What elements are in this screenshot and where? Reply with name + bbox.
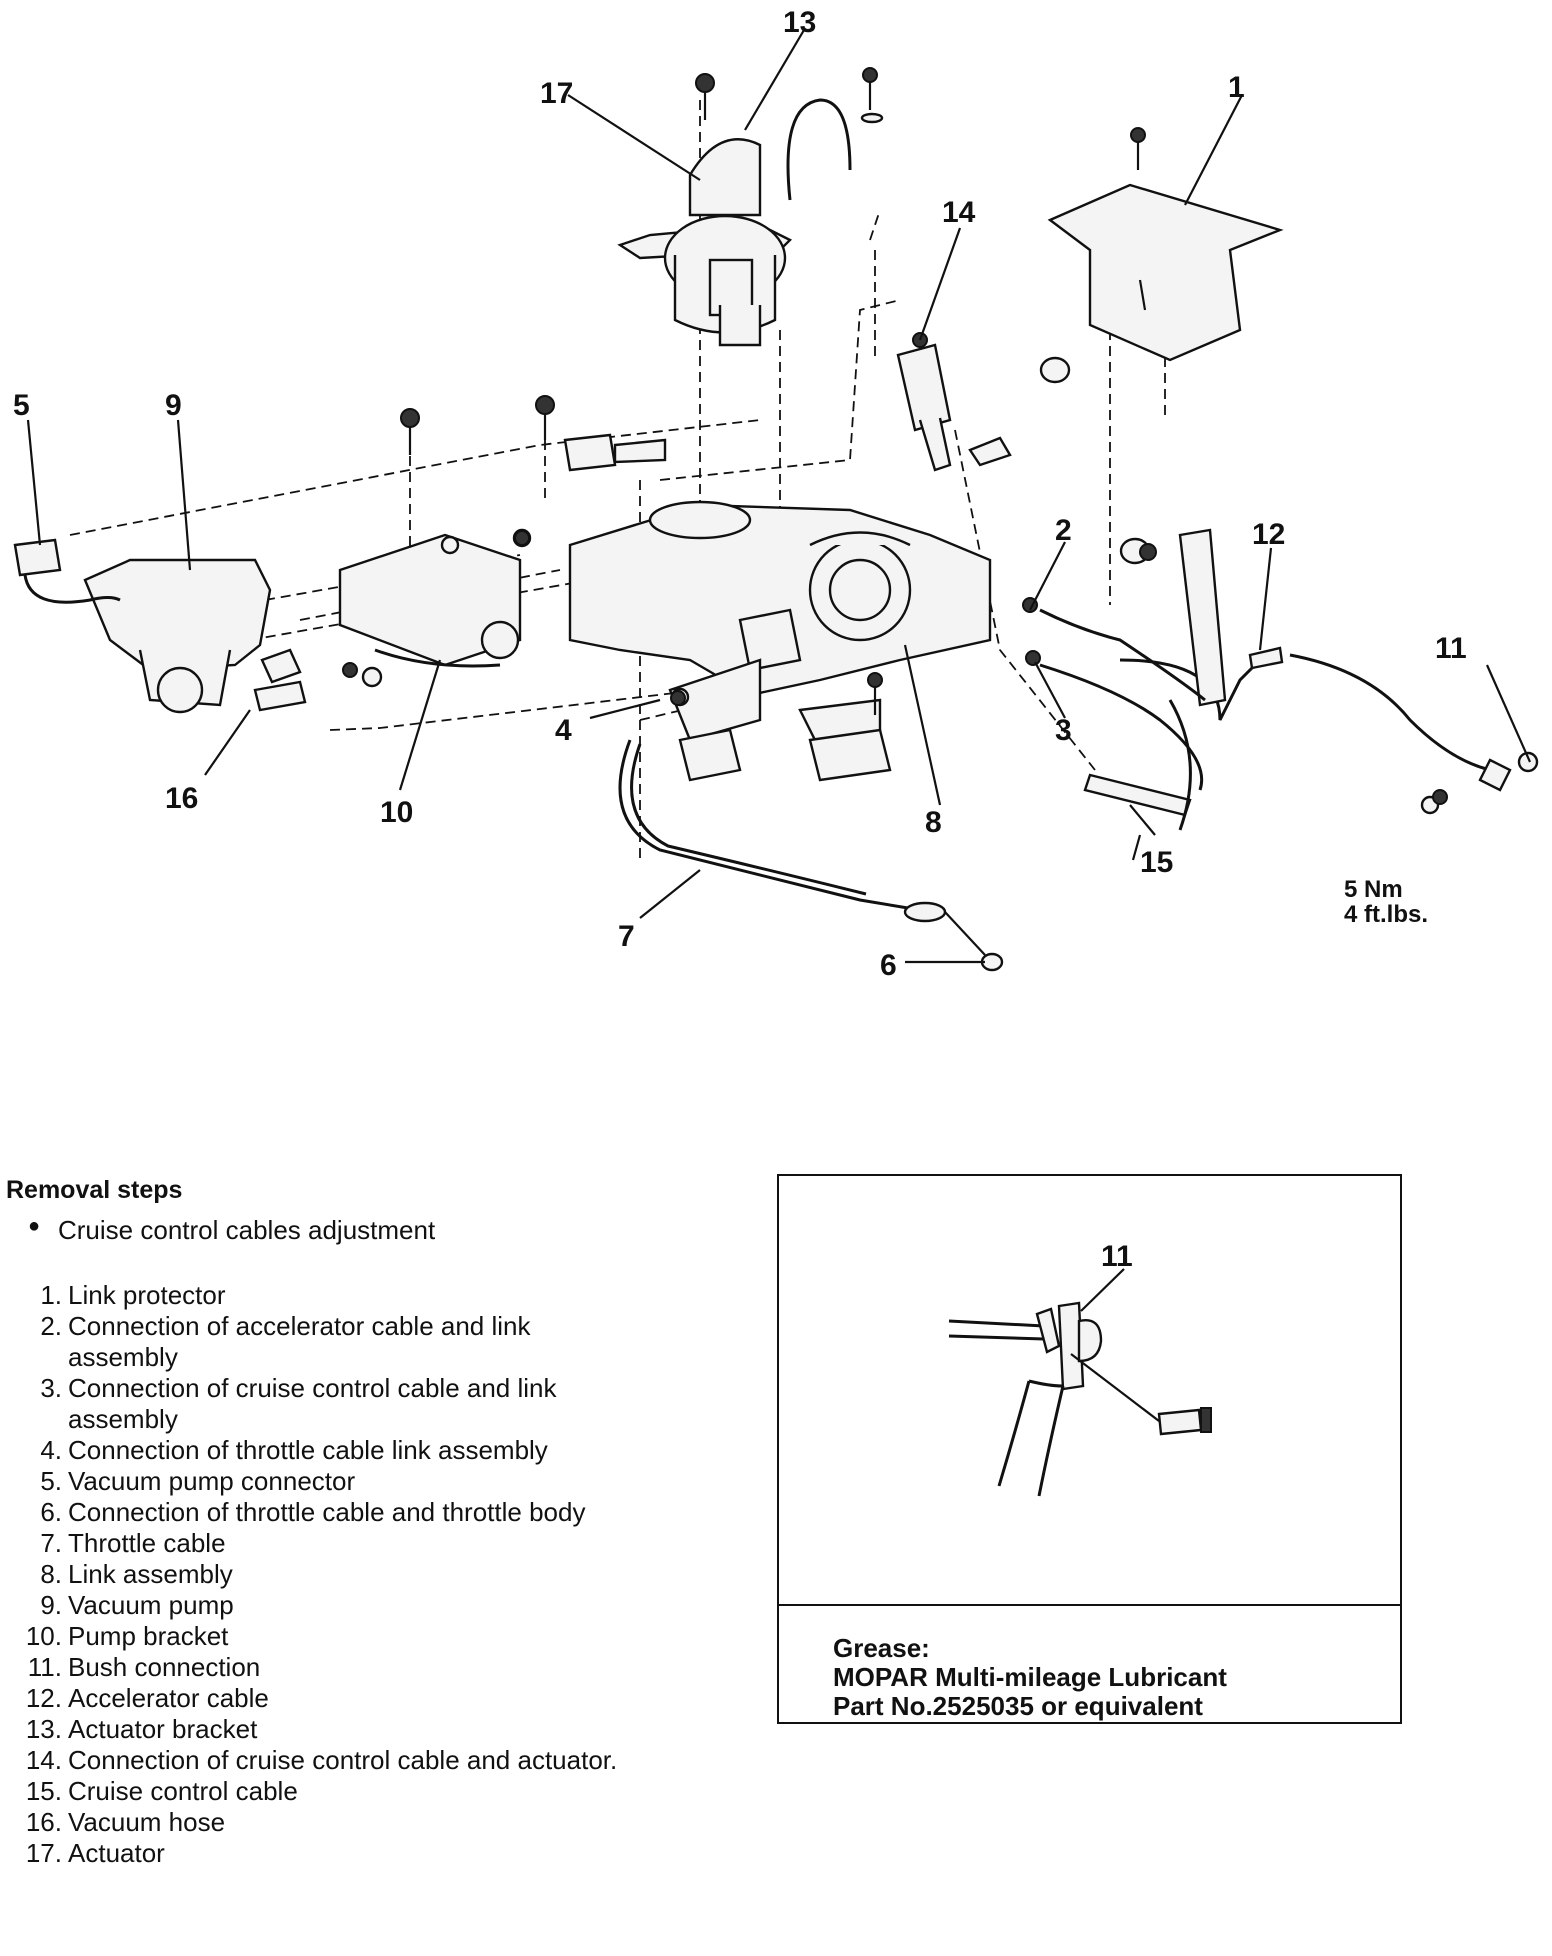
- removal-step: 4.Connection of throttle cable link asse…: [6, 1435, 646, 1466]
- callout-10: 10: [380, 796, 413, 829]
- throttle-cable-part: [618, 687, 1004, 972]
- removal-step-text: Actuator bracket: [68, 1714, 258, 1744]
- removal-step-number: 15.: [25, 1776, 62, 1806]
- removal-step-text: Vacuum pump: [68, 1590, 234, 1620]
- leader-lines: [26, 29, 1532, 964]
- removal-step-number: 1.: [40, 1280, 62, 1310]
- removal-step-number: 5.: [40, 1466, 62, 1496]
- removal-step-text: Pump bracket: [68, 1621, 229, 1651]
- removal-step-text: Cruise control cable: [68, 1776, 298, 1806]
- removal-step-number: 11.: [27, 1652, 62, 1682]
- removal-step-number: 10.: [25, 1621, 62, 1651]
- removal-step: 9.Vacuum pump: [6, 1590, 646, 1621]
- callout-17: 17: [540, 77, 573, 110]
- removal-step-text: Connection of throttle cable link assemb…: [68, 1435, 548, 1465]
- removal-step: 8.Link assembly: [6, 1559, 646, 1590]
- removal-step-number: 16.: [25, 1807, 62, 1837]
- inset-callout-11: 11: [1101, 1240, 1133, 1273]
- removal-step: 6.Connection of throttle cable and throt…: [6, 1497, 646, 1528]
- removal-step: 3.Connection of cruise control cable and…: [6, 1373, 646, 1435]
- removal-step: 10.Pump bracket: [6, 1621, 646, 1652]
- removal-step-number: 4.: [40, 1435, 62, 1465]
- callout-15: 15: [1140, 846, 1173, 879]
- removal-step-number: 3.: [40, 1373, 62, 1403]
- callout-7: 7: [618, 920, 635, 953]
- removal-step-number: 13.: [25, 1714, 62, 1744]
- exploded-diagram: 13 17 1 14 5 9 2 12 11 3 4 16 10 8 15 7 …: [13, 6, 1539, 982]
- removal-step: 14.Connection of cruise control cable an…: [6, 1745, 646, 1776]
- torque-imperial: 4 ft.lbs.: [1344, 901, 1428, 928]
- actuator-part: [617, 67, 884, 347]
- callout-14: 14: [942, 196, 976, 229]
- removal-step-text: Connection of throttle cable and throttl…: [68, 1497, 586, 1527]
- bolts: [342, 530, 1448, 805]
- removal-step-number: 7.: [40, 1528, 62, 1558]
- callout-11: 11: [1435, 632, 1467, 665]
- removal-step: 15.Cruise control cable: [6, 1776, 646, 1807]
- callout-5: 5: [13, 389, 30, 422]
- callout-16: 16: [165, 782, 198, 815]
- actuator-cable-connector: [896, 332, 1012, 472]
- removal-step: 5.Vacuum pump connector: [6, 1466, 646, 1497]
- removal-bullet: Cruise control cables adjustment: [6, 1215, 646, 1246]
- lubricant-part-number: Part No.2525035 or equivalent: [833, 1691, 1203, 1721]
- removal-step-text: Vacuum pump connector: [68, 1466, 356, 1496]
- link-protector-part: [1039, 127, 1284, 384]
- bush-connection-detail: 11: [948, 1240, 1212, 1497]
- removal-step-text: Accelerator cable: [68, 1683, 269, 1713]
- removal-step-number: 9.: [40, 1590, 62, 1620]
- removal-step-text: Link assembly: [68, 1559, 233, 1589]
- removal-step-text: Actuator: [68, 1838, 165, 1868]
- grease-label: Grease:: [833, 1633, 930, 1663]
- removal-steps: Removal steps Cruise control cables adju…: [6, 1176, 646, 1869]
- removal-step-text: Bush connection: [68, 1652, 261, 1682]
- removal-step: 16.Vacuum hose: [6, 1807, 646, 1838]
- callout-13: 13: [783, 6, 816, 39]
- link-assembly-part: [568, 500, 992, 782]
- removal-step: 1.Link protector: [6, 1280, 646, 1311]
- removal-step: 12.Accelerator cable: [6, 1683, 646, 1714]
- assembly-guide-lines: [69, 100, 1166, 860]
- grease-caption: Grease: MOPAR Multi-mileage Lubricant Pa…: [779, 1604, 1400, 1722]
- removal-step-text: Connection of cruise control cable and l…: [68, 1373, 557, 1434]
- torque-value: 5 Nm: [1344, 876, 1403, 903]
- removal-step: 7.Throttle cable: [6, 1528, 646, 1559]
- lubricant-name: MOPAR Multi-mileage Lubricant: [833, 1662, 1227, 1692]
- callout-2: 2: [1055, 514, 1072, 547]
- removal-step-text: Connection of accelerator cable and link…: [68, 1311, 531, 1372]
- callout-4: 4: [555, 714, 572, 747]
- removal-step: 2.Connection of accelerator cable and li…: [6, 1311, 646, 1373]
- accelerator-cable-part: [1119, 528, 1539, 815]
- removal-step-text: Connection of cruise control cable and a…: [68, 1745, 618, 1775]
- removal-step-number: 6.: [40, 1497, 62, 1527]
- removal-step: 13.Actuator bracket: [6, 1714, 646, 1745]
- callout-3: 3: [1055, 714, 1072, 747]
- removal-step-text: Vacuum hose: [68, 1807, 226, 1837]
- removal-heading: Removal steps: [6, 1176, 183, 1204]
- removal-step-text: Throttle cable: [68, 1528, 226, 1558]
- removal-step: 11.Bush connection: [6, 1652, 646, 1683]
- vacuum-hose-part: [253, 680, 307, 712]
- removal-step: 17.Actuator: [6, 1838, 646, 1869]
- callout-9: 9: [165, 389, 182, 422]
- callout-6: 6: [880, 949, 897, 982]
- callout-1: 1: [1228, 71, 1245, 104]
- removal-step-number: 8.: [40, 1559, 62, 1589]
- removal-step-number: 17.: [25, 1838, 62, 1868]
- grease-inset: 11 Grease: MOPAR Multi-mileage Lubricant…: [777, 1174, 1402, 1724]
- callout-12: 12: [1252, 518, 1285, 551]
- removal-step-text: Link protector: [68, 1280, 226, 1310]
- callout-8: 8: [925, 806, 942, 839]
- removal-step-number: 12.: [25, 1683, 62, 1713]
- cruise-control-cable-part: [1039, 608, 1206, 831]
- removal-step-number: 2.: [40, 1311, 62, 1341]
- vacuum-pump-part: [13, 538, 302, 714]
- removal-step-number: 14.: [25, 1745, 62, 1775]
